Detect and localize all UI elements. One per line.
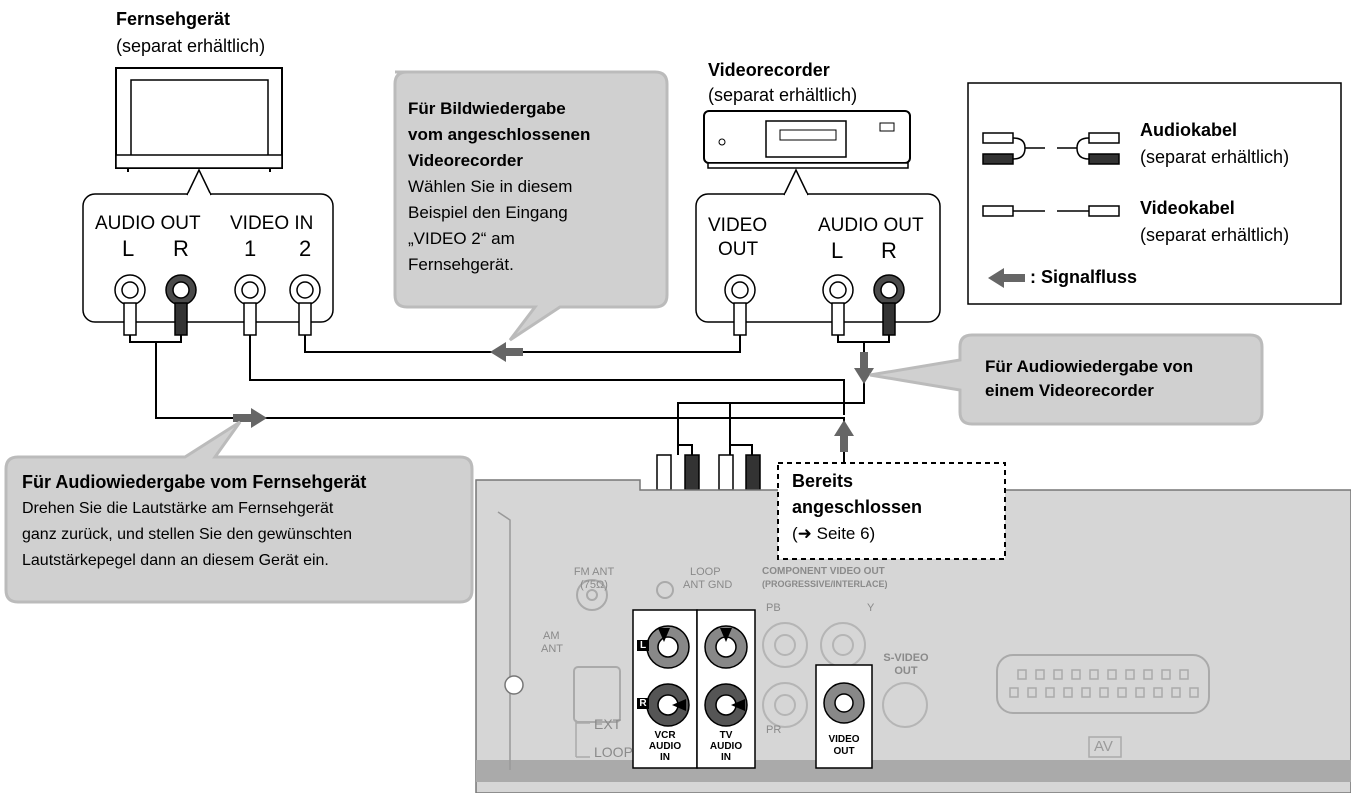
vcr-l-label: L [831, 238, 844, 263]
callout-vcr-audio-line2: einem Videorecorder [985, 381, 1154, 400]
panel-svideo: S-VIDEO [883, 652, 929, 664]
legend-box [967, 82, 1342, 305]
panel-pb: PB [766, 602, 781, 614]
callout-video-body-4: Fernsehgerät. [408, 255, 514, 274]
panel-vcr-audio-1: VCR [654, 730, 676, 741]
panel-video-out-2: OUT [833, 746, 855, 757]
tv-l-label: L [122, 236, 135, 261]
signal-arrows [233, 342, 874, 452]
tv-audio-out-label: AUDIO OUT [95, 213, 201, 234]
callout-video-bubble [393, 70, 669, 342]
vcr-jacks [724, 274, 905, 306]
tv-set-icon [115, 67, 283, 172]
panel-fm-ohm: (75Ω) [580, 579, 608, 591]
legend-video-label: Videokabel [1140, 198, 1235, 218]
panel-am-ant2: ANT [541, 643, 563, 655]
callout-video-text: Für Bildwiedergabe vom angeschlossenen V… [408, 96, 590, 278]
panel-svideo2: OUT [894, 665, 918, 677]
vcr-title: Videorecorder [708, 60, 830, 80]
panel-loop-gnd: LOOP [690, 566, 721, 578]
callout-tv-audio-body-2: ganz zurück, und stellen Sie den gewünsc… [22, 526, 352, 543]
panel-vcr-audio-3: IN [660, 752, 670, 763]
legend-audio-label: Audiokabel [1140, 120, 1238, 140]
tv-title: Fernsehgerät [116, 9, 231, 29]
panel-ext: EXT [594, 716, 622, 732]
callout-video-line2: vom angeschlossenen [408, 125, 591, 144]
panel-am-ant: AM [543, 630, 560, 642]
legend-signal-label: : Signalfluss [1030, 267, 1138, 287]
panel-y: Y [867, 602, 875, 614]
tv-in2-label: 2 [299, 236, 312, 261]
vcr-note: (separat erhältlich) [708, 85, 858, 105]
tv-jacks [114, 274, 321, 306]
tv-in1-label: 1 [244, 236, 257, 261]
connected-line2: angeschlossen [792, 497, 923, 517]
callout-vcr-audio-bubble [869, 333, 1264, 426]
tv-note: (separat erhältlich) [116, 36, 266, 56]
device-back-panel [475, 479, 1351, 793]
callout-tv-audio-body-3: Lautstärkepegel dann an diesem Gerät ein… [22, 552, 329, 569]
callout-video-body-1: Wählen Sie in diesem [408, 177, 573, 196]
panel-jack-r: R [637, 698, 649, 709]
tv-video-in-label: VIDEO IN [230, 213, 314, 234]
panel-component2: (PROGRESSIVE/INTERLACE) [762, 579, 888, 589]
callout-tv-audio-bubble [4, 420, 474, 604]
callout-tv-audio-title: Für Audiowiedergabe vom Fernsehgerät [22, 472, 367, 492]
panel-pr: PR [766, 724, 782, 736]
vcr-r-label: R [881, 238, 897, 263]
callout-tv-audio-body: Drehen Sie die Lautstärke am Fernsehgerä… [22, 496, 352, 574]
vcr-icon [703, 110, 911, 169]
panel-av: AV [1094, 738, 1113, 755]
panel-vcr-audio-2: AUDIO [648, 741, 682, 752]
plugs [123, 302, 896, 336]
callout-video-body-2: Beispiel den Eingang [408, 203, 568, 222]
connected-line1: Bereits [792, 471, 854, 491]
panel-component: COMPONENT VIDEO OUT [762, 566, 885, 577]
callout-vcr-audio-line1: Für Audiowiedergabe von [985, 357, 1194, 376]
callout-tv-audio-body-1: Drehen Sie die Lautstärke am Fernsehgerä… [22, 500, 334, 517]
callout-video-body-3: „VIDEO 2“ am [408, 229, 515, 248]
vcr-audio-out-label: AUDIO OUT [818, 215, 924, 236]
connected-dashed-box [777, 462, 1006, 560]
vcr-video-out-label2: OUT [718, 239, 759, 260]
panel-tv-audio-1: TV [719, 730, 733, 741]
panel-fm-ant: FM ANT [573, 566, 615, 578]
callout-video-line3: Videorecorder [408, 151, 523, 170]
legend-video-note: (separat erhältlich) [1140, 225, 1290, 245]
connected-line3: (➜ Seite 6) [792, 524, 876, 543]
vcr-video-out-label: VIDEO [708, 215, 768, 236]
panel-tv-audio-3: IN [721, 752, 731, 763]
panel-jack-l: L [637, 640, 649, 651]
callout-video-line1: Für Bildwiedergabe [408, 99, 566, 118]
tv-r-label: R [173, 236, 189, 261]
panel-loop-gnd2: ANT GND [683, 579, 733, 591]
panel-tv-audio-2: AUDIO [709, 741, 743, 752]
panel-loop: LOOP [594, 744, 633, 760]
legend-audio-note: (separat erhältlich) [1140, 147, 1290, 167]
panel-video-out-1: VIDEO [828, 734, 860, 745]
